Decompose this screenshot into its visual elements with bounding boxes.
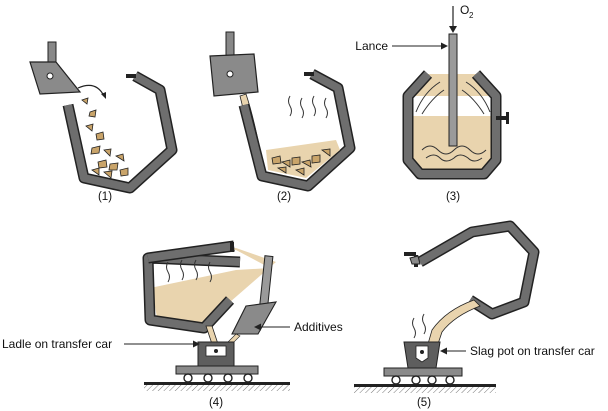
converter-vessel <box>238 69 356 192</box>
steel-ladle <box>197 341 235 367</box>
oxygen-lance <box>448 33 458 147</box>
oxygen-label: O <box>460 3 469 17</box>
arrow-left-icon <box>254 323 261 331</box>
slag-pot-label: Slag pot on transfer car <box>470 344 595 358</box>
converter-vessel <box>62 71 178 194</box>
step-5-label: (5) <box>417 397 431 409</box>
hot-metal-ladle <box>209 31 259 97</box>
tap-stream <box>205 325 219 345</box>
converter-vessel <box>402 70 509 180</box>
oxygen-subscript: 2 <box>469 11 474 20</box>
falling-scrap <box>81 97 129 179</box>
additives-label: Additives <box>294 320 343 334</box>
rail-track <box>354 384 496 393</box>
ladle-label: Ladle on transfer car <box>2 337 112 351</box>
motion-arrow-icon <box>77 84 105 97</box>
step-5-slag-pouring: Slag pot on transfer car (5) <box>354 220 595 409</box>
lance-label: Lance <box>355 39 388 53</box>
step-3-oxygen-blowing: O 2 Lance (3) <box>355 3 509 203</box>
step-4-tapping: Ladle on transfer car Additives (4) <box>2 240 343 409</box>
step-1-label: (1) <box>98 191 112 203</box>
arrow-left-icon <box>440 347 447 355</box>
rail-track <box>144 382 290 391</box>
step-2-label: (2) <box>277 191 291 203</box>
step-1-scrap-charging: (1) <box>29 41 178 203</box>
arrow-down-icon <box>449 26 457 33</box>
arrow-right-icon <box>193 340 200 348</box>
additives-chute <box>225 255 278 345</box>
transfer-car <box>175 365 259 383</box>
scrap-chute <box>29 41 82 95</box>
arrow-right-icon <box>441 42 448 50</box>
fumes <box>288 95 328 119</box>
step-2-hot-metal-pouring: (2) <box>209 31 356 203</box>
transfer-car <box>383 367 463 385</box>
converter-vessel <box>404 220 540 320</box>
slag-pot <box>403 341 441 369</box>
fumes <box>166 259 212 283</box>
slag-stream <box>427 299 481 345</box>
step-3-label: (3) <box>446 191 460 203</box>
step-4-label: (4) <box>209 397 223 409</box>
scrap-bed <box>271 148 331 176</box>
fumes <box>412 313 426 339</box>
boiling-splash <box>415 81 491 162</box>
